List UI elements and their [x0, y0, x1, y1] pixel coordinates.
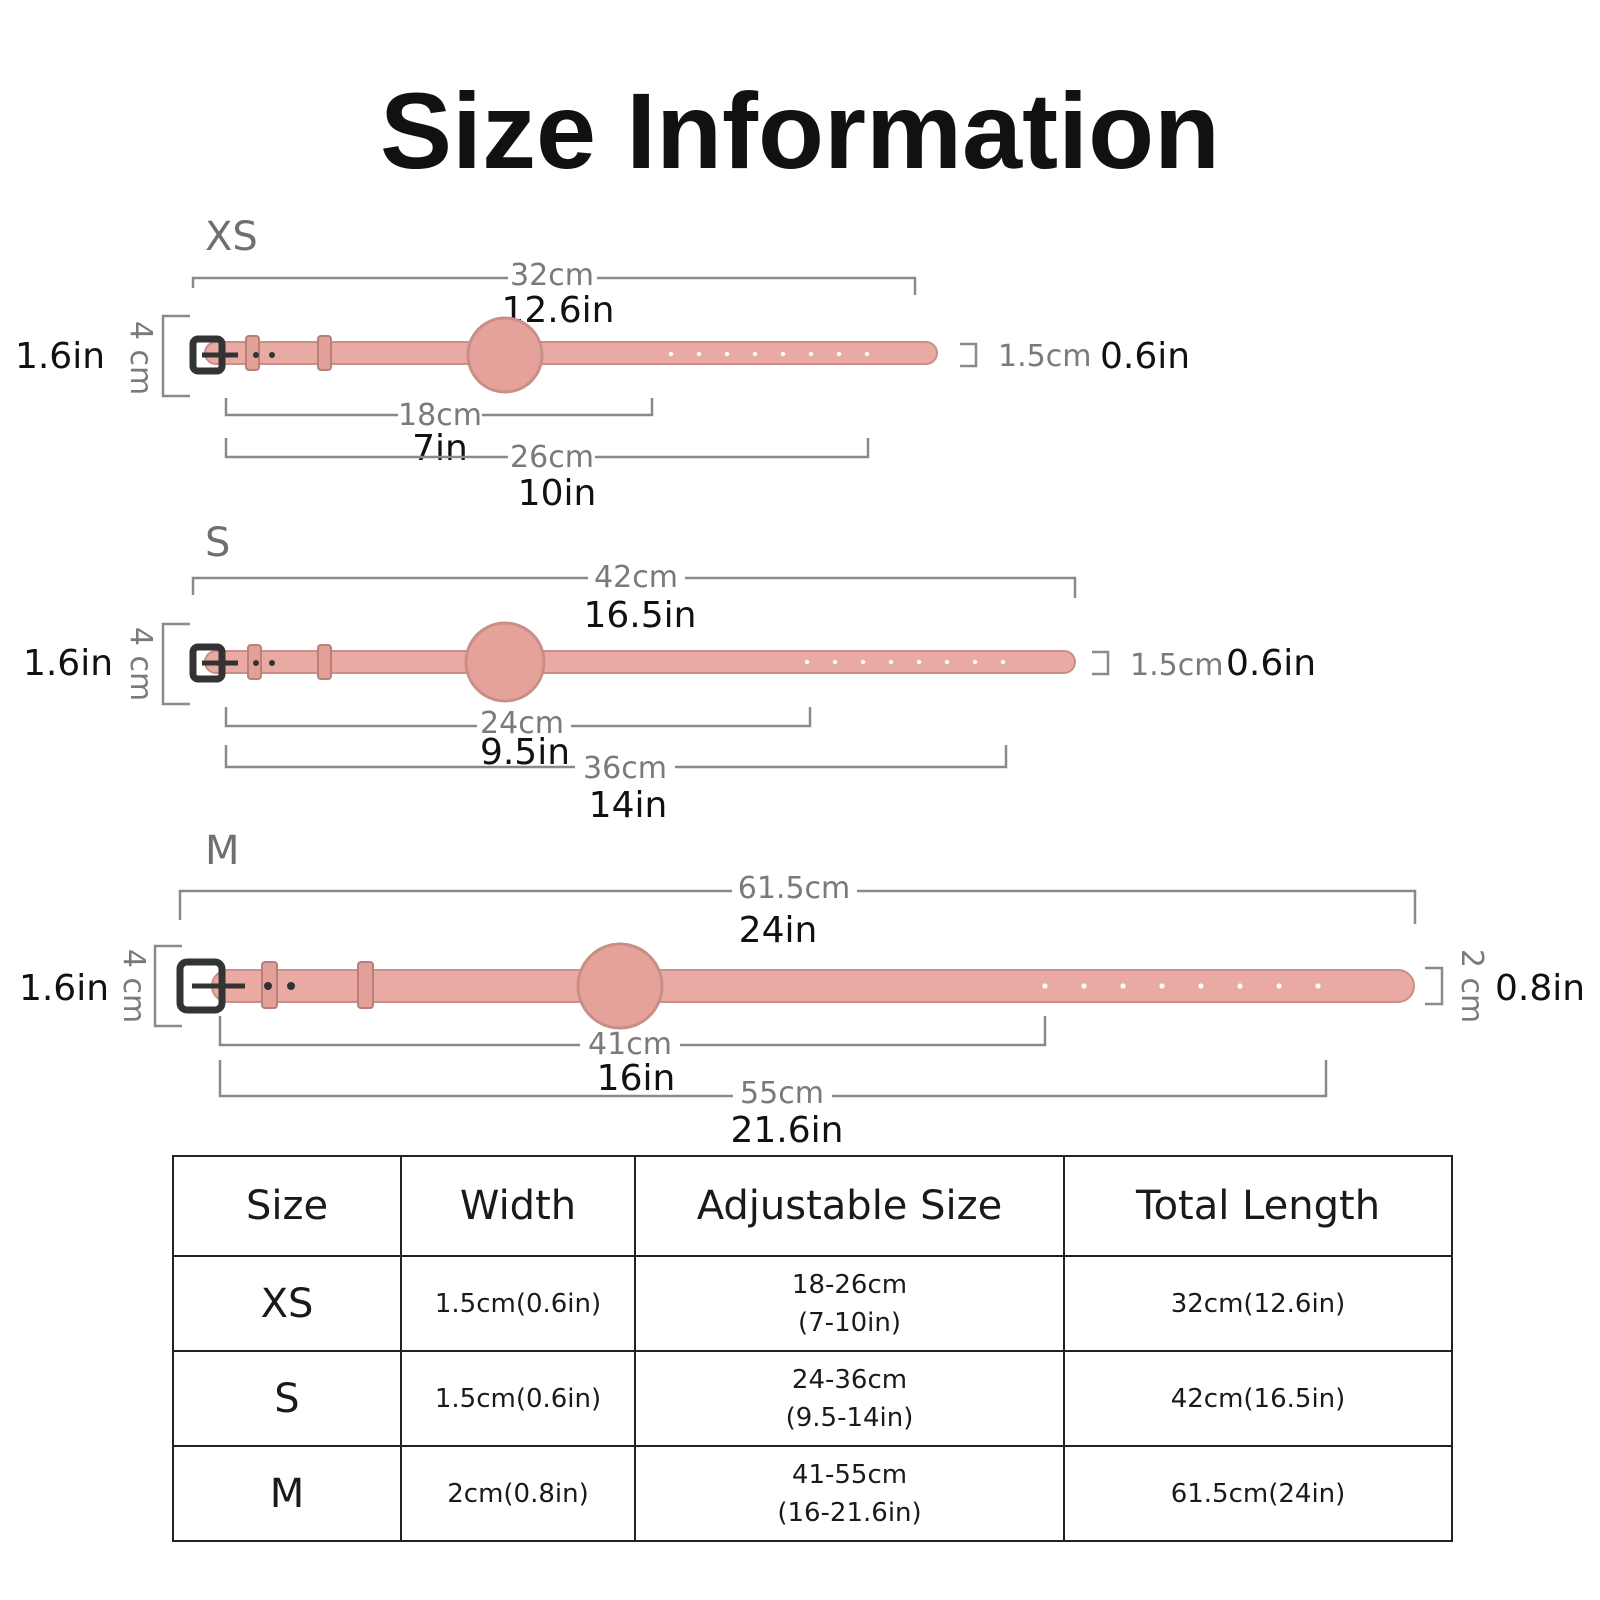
- header-total-length: Total Length: [1063, 1155, 1453, 1257]
- cell-total: 32cm(12.6in): [1063, 1255, 1453, 1352]
- xs-height-bracket: [161, 314, 190, 398]
- s-total-bracket: [191, 576, 1077, 598]
- cell-adjustable-in: (7-10in): [798, 1307, 901, 1338]
- cell-adjustable-in: (16-21.6in): [777, 1497, 922, 1528]
- cell-adjustable: 18-26cm (7-10in): [634, 1255, 1065, 1352]
- m-height-in: 1.6in: [19, 968, 109, 1009]
- m-strap-holes: [1042, 983, 1321, 989]
- m-max-cm: 55cm: [740, 1076, 824, 1111]
- size-m-label: M: [205, 828, 240, 874]
- table-row: S 1.5cm(0.6in) 24-36cm (9.5-14in) 42cm(16…: [172, 1350, 1453, 1447]
- cell-width: 1.5cm(0.6in): [400, 1350, 636, 1447]
- xs-width-in: 0.6in: [1100, 336, 1190, 377]
- s-height-cm: 4 cm: [123, 627, 158, 701]
- cell-total: 61.5cm(24in): [1063, 1445, 1453, 1542]
- s-height-bracket: [161, 622, 190, 706]
- m-width-in: 0.8in: [1495, 968, 1585, 1009]
- xs-height-in: 1.6in: [15, 336, 105, 377]
- xs-min-in: 7in: [412, 428, 468, 469]
- cell-adjustable: 41-55cm (16-21.6in): [634, 1445, 1065, 1542]
- table-row: XS 1.5cm(0.6in) 18-26cm (7-10in) 32cm(12.…: [172, 1255, 1453, 1352]
- table-row: M 2cm(0.8in) 41-55cm (16-21.6in) 61.5cm(2…: [172, 1445, 1453, 1542]
- xs-height-cm: 4 cm: [123, 321, 158, 395]
- table-header-row: Size Width Adjustable Size Total Length: [172, 1155, 1453, 1257]
- s-total-in: 16.5in: [584, 595, 697, 636]
- xs-max-in: 10in: [518, 473, 597, 514]
- s-total-cm: 42cm: [594, 560, 678, 595]
- xs-max-cm: 26cm: [510, 440, 594, 475]
- size-s-label: S: [205, 520, 230, 566]
- cell-adjustable-in: (9.5-14in): [785, 1402, 914, 1433]
- s-max-bracket: [224, 745, 1008, 769]
- header-adjustable-size: Adjustable Size: [634, 1155, 1065, 1257]
- cell-adjustable-cm: 41-55cm: [791, 1459, 908, 1490]
- buckle-icon: [176, 958, 295, 1014]
- xs-total-bracket: [191, 276, 917, 295]
- header-width: Width: [400, 1155, 636, 1257]
- header-size: Size: [172, 1155, 402, 1257]
- s-min-bracket: [224, 707, 812, 728]
- xs-max-bracket: [224, 438, 870, 459]
- xs-width-bracket: [960, 342, 978, 368]
- size-xs-diagram: XS 32cm 12.6in 4 cm 1.6in 1.5cm 0.6in: [15, 214, 1190, 514]
- m-min-cm: 41cm: [588, 1027, 672, 1062]
- xs-keeper-loop: [317, 335, 332, 371]
- cell-width: 2cm(0.8in): [400, 1445, 636, 1542]
- s-min-cm: 24cm: [480, 706, 564, 741]
- xs-total-cm: 32cm: [510, 258, 594, 293]
- s-keeper-loop: [317, 644, 332, 680]
- cell-adjustable: 24-36cm (9.5-14in): [634, 1350, 1065, 1447]
- s-tag-holder: [464, 621, 546, 703]
- m-total-cm: 61.5cm: [738, 871, 851, 906]
- s-strap: [204, 650, 1076, 674]
- xs-strap: [204, 341, 938, 365]
- cell-size: XS: [172, 1255, 402, 1352]
- m-tag-holder: [576, 942, 664, 1030]
- xs-width-cm: 1.5cm: [998, 339, 1091, 374]
- cell-adjustable-cm: 18-26cm: [791, 1269, 908, 1300]
- m-width-bracket: [1425, 966, 1444, 1006]
- m-keeper-loop: [357, 961, 374, 1009]
- cell-size: S: [172, 1350, 402, 1447]
- cell-total: 42cm(16.5in): [1063, 1350, 1453, 1447]
- buckle-icon: [189, 643, 275, 683]
- m-max-in: 21.6in: [731, 1110, 844, 1151]
- page-title: Size Information: [380, 70, 1220, 191]
- s-max-in: 14in: [589, 785, 668, 826]
- m-total-bracket: [178, 889, 1417, 924]
- m-total-in: 24in: [739, 910, 818, 951]
- size-xs-label: XS: [205, 214, 258, 260]
- xs-keeper-loop: [245, 335, 260, 371]
- m-min-in: 16in: [597, 1058, 676, 1099]
- cell-adjustable-cm: 24-36cm: [791, 1364, 908, 1395]
- cell-size: M: [172, 1445, 402, 1542]
- size-table: Size Width Adjustable Size Total Length …: [172, 1155, 1453, 1542]
- m-min-bracket: [218, 1016, 1047, 1047]
- s-width-in: 0.6in: [1226, 643, 1316, 684]
- s-strap-holes: [804, 659, 1006, 665]
- xs-min-bracket: [224, 398, 654, 417]
- m-height-cm: 4 cm: [116, 949, 151, 1023]
- s-width-cm: 1.5cm: [1130, 648, 1223, 683]
- m-max-bracket: [218, 1060, 1328, 1098]
- m-strap: [211, 969, 1415, 1003]
- m-height-bracket: [153, 944, 182, 1028]
- s-max-cm: 36cm: [583, 751, 667, 786]
- buckle-icon: [189, 335, 275, 375]
- s-width-bracket: [1092, 650, 1110, 676]
- m-width-cm: 2 cm: [1454, 949, 1489, 1023]
- size-s-diagram: S 42cm 16.5in 4 cm 1.6in 1.5cm 0.6in 24c…: [23, 520, 1316, 826]
- cell-width: 1.5cm(0.6in): [400, 1255, 636, 1352]
- xs-min-cm: 18cm: [398, 398, 482, 433]
- s-height-in: 1.6in: [23, 643, 113, 684]
- xs-strap-holes: [668, 351, 870, 357]
- xs-tag-holder: [466, 316, 544, 394]
- size-m-diagram: M 61.5cm 24in 4 cm 1.6in 2 cm 0.8in 41cm…: [19, 828, 1585, 1151]
